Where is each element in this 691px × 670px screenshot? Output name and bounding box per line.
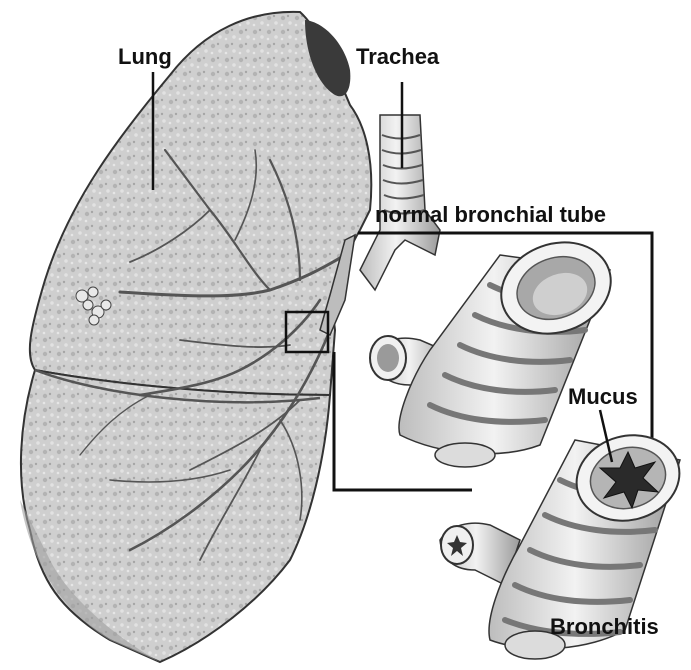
normal-bronchial-tube: [370, 228, 624, 467]
label-bronchitis: Bronchitis: [550, 614, 659, 639]
label-mucus: Mucus: [568, 384, 638, 409]
label-normal-bronchial-tube: normal bronchial tube: [375, 202, 606, 227]
lung-illustration: [20, 12, 371, 662]
label-lung: Lung: [118, 44, 172, 69]
label-trachea: Trachea: [356, 44, 440, 69]
